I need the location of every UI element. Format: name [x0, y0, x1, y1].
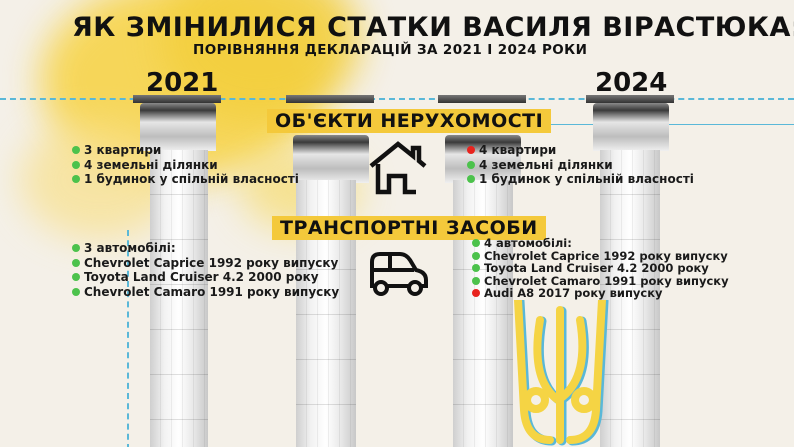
status-dot-new [472, 289, 480, 298]
list-item: Audi A8 2017 року випуску [472, 287, 729, 300]
car-icon [370, 252, 428, 296]
list-item: 3 автомобілі: [72, 241, 339, 256]
status-dot-unchanged [472, 276, 480, 285]
column-top [438, 95, 526, 103]
status-dot-new [467, 146, 475, 155]
column-capital [293, 135, 369, 183]
vehicles-2024-list: 4 автомобілі: Chevrolet Caprice 1992 рок… [472, 237, 729, 300]
section-real-estate-heading: ОБ'ЄКТИ НЕРУХОМОСТІ [267, 109, 552, 133]
list-item: Toyota Land Cruiser 4.2 2000 року [72, 270, 339, 285]
guide-line-horizontal [0, 98, 794, 100]
status-dot-unchanged [72, 273, 80, 282]
column-capital [445, 135, 521, 183]
list-item: 4 земельні ділянки [467, 158, 694, 173]
status-dot-unchanged [72, 160, 80, 169]
status-dot-unchanged [72, 244, 80, 253]
year-label-left: 2021 [146, 68, 219, 98]
list-item: Chevrolet Caprice 1992 року випуску [472, 249, 729, 263]
list-item: 4 земельні ділянки [72, 158, 299, 173]
list-item: 4 квартири [467, 143, 694, 158]
list-item: 1 будинок у спільній власності [72, 172, 299, 187]
section-vehicles-heading: ТРАНСПОРТНІ ЗАСОБИ [272, 216, 546, 240]
status-dot-unchanged [467, 175, 475, 184]
column-top [586, 95, 674, 103]
status-dot-unchanged [72, 258, 80, 267]
status-dot-unchanged [72, 287, 80, 296]
status-dot-unchanged [467, 160, 475, 169]
list-item: 3 квартири [72, 143, 299, 158]
status-dot-unchanged [72, 146, 80, 155]
list-item: Toyota Land Cruiser 4.2 2000 року [472, 262, 729, 275]
list-item: 1 будинок у спільній власності [467, 172, 694, 187]
column-top [133, 95, 221, 103]
guide-line-vertical [127, 230, 129, 447]
list-item: 4 автомобілі: [472, 237, 729, 250]
trident-icon [514, 300, 609, 446]
column-capital [140, 103, 216, 151]
status-dot-unchanged [72, 175, 80, 184]
status-dot-unchanged [472, 251, 480, 260]
status-dot-unchanged [472, 264, 480, 273]
column-top [286, 95, 374, 103]
house-icon [369, 141, 427, 195]
list-item: Chevrolet Camaro 1991 року випуску [472, 274, 729, 288]
status-dot-unchanged [472, 239, 480, 248]
vehicles-2021-list: 3 автомобілі: Chevrolet Caprice 1992 рок… [72, 241, 339, 299]
column [150, 150, 208, 447]
year-label-right: 2024 [595, 68, 668, 98]
real-estate-2024-list: 4 квартири 4 земельні ділянки 1 будинок … [467, 143, 694, 187]
page-subtitle: ПОРІВНЯННЯ ДЕКЛАРАЦІЙ ЗА 2021 І 2024 РОК… [193, 42, 588, 58]
list-item: Chevrolet Camaro 1991 року випуску [72, 285, 339, 300]
column-capital [593, 103, 669, 151]
real-estate-2021-list: 3 квартири 4 земельні ділянки 1 будинок … [72, 143, 299, 187]
list-item: Chevrolet Caprice 1992 року випуску [72, 256, 339, 271]
page-title: ЯК ЗМІНИЛИСЯ СТАТКИ ВАСИЛЯ ВІРАСТЮКА: [72, 12, 794, 43]
column [600, 150, 660, 447]
